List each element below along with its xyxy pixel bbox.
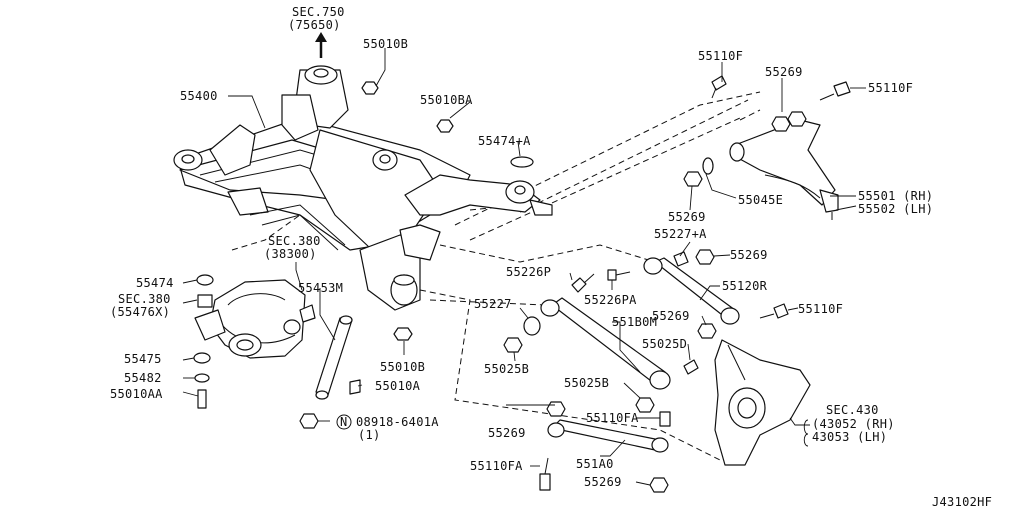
label-55269-midright: 55269 xyxy=(730,248,768,262)
part-labels: SEC.750 (75650) 55010B 55400 55010BA 554… xyxy=(110,5,992,509)
nut-55269-top xyxy=(771,116,791,132)
nut-08918-6401A xyxy=(299,413,319,429)
up-arrow-icon xyxy=(315,32,327,58)
bushing-55476X xyxy=(197,294,213,308)
bolt-55110F-topright xyxy=(833,81,851,97)
label-sec380b-sub: (55476X) xyxy=(110,305,170,319)
label-55474A: 55474+A xyxy=(478,134,531,148)
label-sec380: SEC.380 xyxy=(268,234,321,248)
nut-55010B-top xyxy=(361,81,379,95)
label-55475: 55475 xyxy=(124,352,162,366)
label-55010AA: 55010AA xyxy=(110,387,163,401)
washer-55474A xyxy=(510,156,534,168)
nut-55025B-mid xyxy=(635,397,655,413)
washer-55227A xyxy=(673,251,689,267)
label-55045E: 55045E xyxy=(738,193,783,207)
label-55010B-low: 55010B xyxy=(380,360,425,374)
bracket-sec430 xyxy=(803,419,809,447)
label-08918-qty: (1) xyxy=(358,428,381,442)
label-sec430: SEC.430 xyxy=(826,403,879,417)
label-55226P: 55226P xyxy=(506,265,551,279)
nut-55269-bottom xyxy=(546,401,566,417)
label-551B0M: 551B0M xyxy=(612,315,657,329)
label-55269-right: 55269 xyxy=(652,309,690,323)
label-55025D: 55025D xyxy=(642,337,687,351)
label-55453M: 55453M xyxy=(298,281,343,295)
label-55269-mid: 55269 xyxy=(668,210,706,224)
bolt-55226P xyxy=(571,277,587,293)
link-551A0 xyxy=(547,419,669,453)
differential-assembly xyxy=(194,279,316,359)
nut-55269-bottomright xyxy=(649,477,669,493)
nut-55010B-low xyxy=(393,327,413,341)
label-55227A: 55227+A xyxy=(654,227,707,241)
label-55010BA: 55010BA xyxy=(420,93,473,107)
washer-55475 xyxy=(193,352,211,364)
bolt-55110FA-mid xyxy=(659,411,671,427)
label-55502: 55502 (LH) xyxy=(858,202,933,216)
label-55400: 55400 xyxy=(180,89,218,103)
washer-55045E xyxy=(702,157,714,175)
label-55269-bottomright: 55269 xyxy=(584,475,622,489)
bolt-55110F-top xyxy=(711,75,727,91)
label-55025B-left: 55025B xyxy=(484,362,529,376)
label-55226PA: 55226PA xyxy=(584,293,637,307)
link-rod-55453M xyxy=(315,315,353,400)
nut-55269-right xyxy=(697,323,717,339)
label-551A0: 551A0 xyxy=(576,457,614,471)
label-55474: 55474 xyxy=(136,276,174,290)
label-55110F-right: 55110F xyxy=(798,302,843,316)
bolt-55010A xyxy=(349,379,361,395)
nut-55010BA xyxy=(436,119,454,133)
washer-55474 xyxy=(196,274,214,286)
diagram-id: J43102HF xyxy=(932,495,992,509)
bolt-55010AA xyxy=(197,389,207,409)
lower-link-551B0M xyxy=(540,297,671,390)
nut-circle-icon xyxy=(336,414,352,430)
label-55025B-mid: 55025B xyxy=(564,376,609,390)
label-08918-6401A: 08918-6401A xyxy=(356,415,439,429)
label-55110FA-left: 55110FA xyxy=(470,459,523,473)
label-sec750-sub: (75650) xyxy=(288,18,341,32)
washer-55482 xyxy=(194,373,210,383)
label-55482: 55482 xyxy=(124,371,162,385)
bolt-55110FA-left xyxy=(539,473,551,491)
hardware xyxy=(193,75,851,493)
nut-55025B-left xyxy=(503,337,523,353)
washer-55227 xyxy=(523,316,541,336)
label-55010A: 55010A xyxy=(375,379,421,393)
nut-mark-label: N xyxy=(340,415,348,429)
nut-55269-mid xyxy=(683,171,703,187)
label-sec430-lh: 43053 (LH) xyxy=(812,430,887,444)
rear-subframe xyxy=(173,65,553,311)
label-sec380b: SEC.380 xyxy=(118,292,171,306)
bolt-55025D xyxy=(683,359,699,375)
nut-55269-midright xyxy=(695,249,715,265)
label-55010B-top: 55010B xyxy=(363,37,408,51)
label-55110FA-mid: 55110FA xyxy=(586,411,639,425)
label-55120R: 55120R xyxy=(722,279,768,293)
label-sec430-rh: (43052 (RH) xyxy=(812,417,895,431)
bolt-55226PA xyxy=(607,269,617,281)
label-sec750: SEC.750 xyxy=(292,5,345,19)
label-55110F-topright: 55110F xyxy=(868,81,913,95)
rear-knuckle xyxy=(714,339,811,466)
leader-lines xyxy=(182,48,866,486)
bolt-55110F-right xyxy=(773,303,789,319)
label-55269-top: 55269 xyxy=(765,65,803,79)
lateral-link-55120R xyxy=(643,257,740,325)
upper-link-55501 xyxy=(729,119,839,220)
label-55269-bottom: 55269 xyxy=(488,426,526,440)
label-sec380-sub: (38300) xyxy=(264,247,317,261)
label-55227: 55227 xyxy=(474,297,512,311)
label-55501: 55501 (RH) xyxy=(858,189,933,203)
label-55110F-top: 55110F xyxy=(698,49,743,63)
